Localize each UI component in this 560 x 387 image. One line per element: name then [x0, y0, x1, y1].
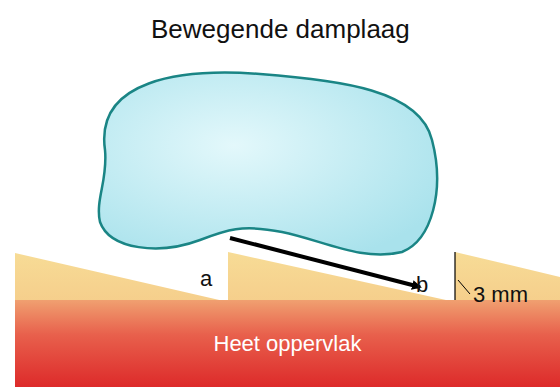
- surface-label: Heet oppervlak: [214, 331, 362, 357]
- point-label: a: [200, 266, 212, 292]
- vapor-flow-arrow: [230, 238, 420, 287]
- hot-surface-band: Heet oppervlak: [15, 300, 560, 387]
- dimension-label: 3 mm: [473, 282, 528, 308]
- droplet: [99, 73, 437, 255]
- point-label: b: [416, 272, 428, 298]
- hot-surface: [15, 300, 560, 387]
- diagram-title: Bewegende damplaag: [151, 14, 410, 45]
- ratchet-teeth: [15, 252, 560, 387]
- dimension-line: [454, 252, 455, 300]
- leader-line: [458, 280, 470, 294]
